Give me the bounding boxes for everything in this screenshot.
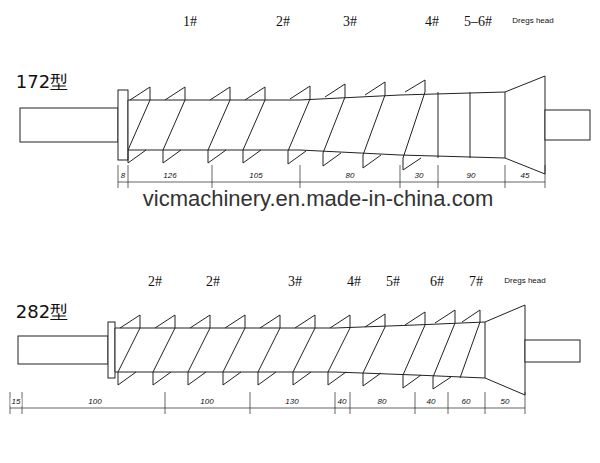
part-number: 5–6# (464, 15, 492, 29)
screw-172 (20, 76, 590, 188)
part-number: 2# (276, 15, 290, 29)
dimension: 40 (426, 398, 437, 406)
dimension: 100 (199, 398, 214, 406)
part-number: 2# (148, 275, 162, 289)
model-name: 172型 (16, 73, 68, 91)
part-number: 2# (206, 275, 220, 289)
part-number: 4# (347, 275, 361, 289)
dimension: 80 (345, 172, 356, 180)
model-name: 282型 (16, 303, 68, 321)
dimension: 60 (461, 398, 472, 406)
dimension: 100 (87, 398, 102, 406)
dimension: 105 (248, 172, 263, 180)
dimension: 126 (162, 172, 177, 180)
part-number: 3# (288, 275, 302, 289)
dimension: 80 (377, 398, 388, 406)
part-name: Dregs head (512, 17, 553, 25)
dimension: 45 (520, 172, 531, 180)
part-number: 1# (183, 15, 197, 29)
part-number: 6# (430, 275, 444, 289)
screw-282 (10, 305, 580, 414)
dimension: 50 (500, 398, 511, 406)
dimension: 90 (466, 172, 477, 180)
watermark: vicmachinery.en.made-in-china.com (143, 188, 494, 210)
dimension: 30 (414, 172, 425, 180)
part-number: 5# (386, 275, 400, 289)
dimension: 8 (120, 172, 126, 180)
dimension: 15 (11, 398, 22, 406)
part-name: Dregs head (504, 277, 545, 285)
dimension: 130 (284, 398, 299, 406)
part-number: 4# (425, 15, 439, 29)
part-number: 3# (343, 15, 357, 29)
part-number: 7# (469, 275, 483, 289)
dimension: 40 (337, 398, 348, 406)
